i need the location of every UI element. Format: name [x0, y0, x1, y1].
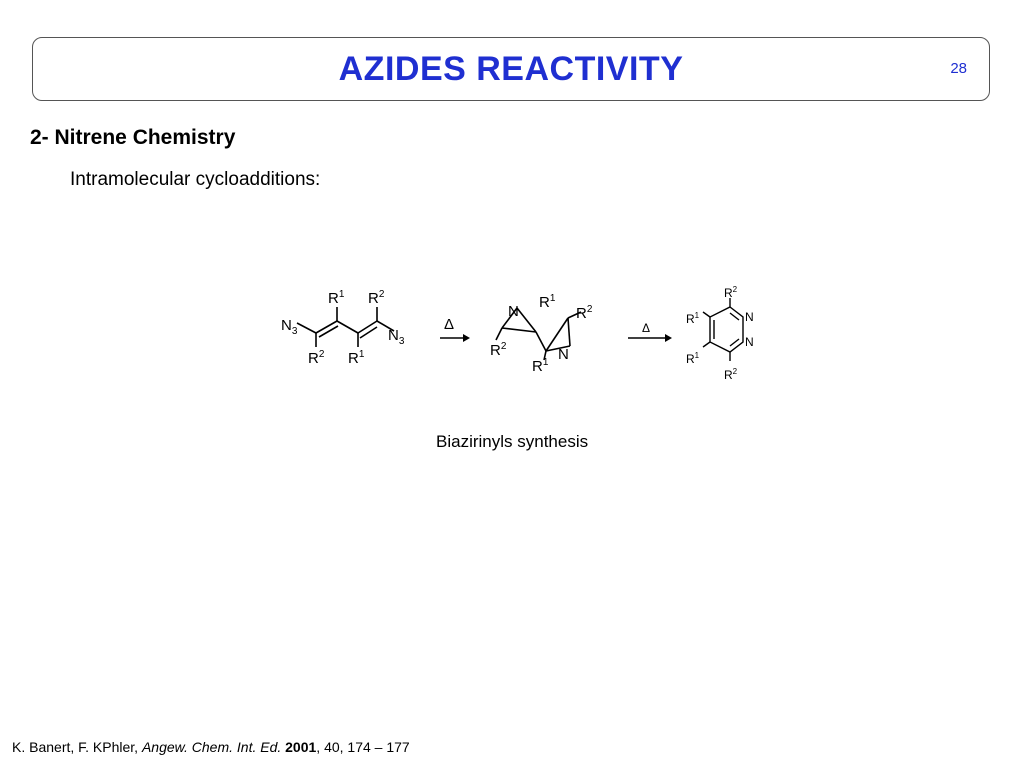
label-n-bottom: N [558, 346, 569, 363]
slide-title: AZIDES REACTIVITY [338, 50, 684, 88]
page-number: 28 [950, 60, 967, 77]
label-n3-right: N3 [388, 327, 405, 347]
pyridazine-ring-bonds [702, 298, 744, 361]
label-r2-ring-top: R2 [724, 285, 738, 300]
citation: K. Banert, F. KPhler, Angew. Chem. Int. … [12, 739, 410, 755]
biazirinyl-bonds [495, 307, 582, 361]
label-r1-ring-upper: R1 [686, 311, 700, 326]
biazirinyl-labels: N R1 R2 R2 N R1 [490, 293, 593, 375]
starting-diene-labels: N3 R1 R2 N3 R2 R1 [281, 289, 405, 367]
label-r1-bottom: R1 [348, 349, 365, 367]
reaction-arrow-2: Δ [628, 321, 672, 342]
pyridazine-labels: R2 R1 R1 R2 N N [686, 285, 754, 382]
citation-volume-pages: , 40, 174 – 177 [316, 739, 410, 755]
label-r2-bottom: R2 [308, 349, 325, 367]
citation-authors: K. Banert, F. KPhler, [12, 739, 142, 755]
label-r1-ring-lower: R1 [686, 351, 700, 366]
heat-symbol-1: Δ [444, 316, 454, 333]
scheme-caption: Biazirinyls synthesis [436, 432, 589, 451]
section-heading: 2- Nitrene Chemistry [30, 126, 236, 149]
label-n-top: N [508, 303, 519, 320]
label-r1-top: R1 [328, 289, 345, 307]
label-n3-left: N3 [281, 317, 298, 337]
heat-symbol-2: Δ [642, 321, 650, 335]
starting-diene-bonds [296, 307, 395, 347]
label-r2-mid-left: R2 [490, 341, 507, 359]
label-r2-top: R2 [368, 289, 385, 307]
label-r1-mid-top: R1 [539, 293, 556, 311]
section-subheading: Intramolecular cycloadditions: [70, 169, 321, 190]
label-n-ring-upper: N [745, 310, 754, 324]
title-box: AZIDES REACTIVITY 28 [32, 37, 990, 101]
citation-year: 2001 [285, 739, 317, 755]
label-r2-mid-right: R2 [576, 304, 593, 322]
label-n-ring-lower: N [745, 335, 754, 349]
label-r2-ring-bottom: R2 [724, 367, 738, 382]
reaction-arrow-1: Δ [440, 316, 470, 342]
reaction-scheme: N3 R1 R2 N3 R2 R1 Δ N R1 R2 R2 N R1 Δ [281, 285, 754, 382]
label-r1-mid-bottom: R1 [532, 357, 549, 375]
citation-journal: Angew. Chem. Int. Ed. [141, 739, 282, 755]
